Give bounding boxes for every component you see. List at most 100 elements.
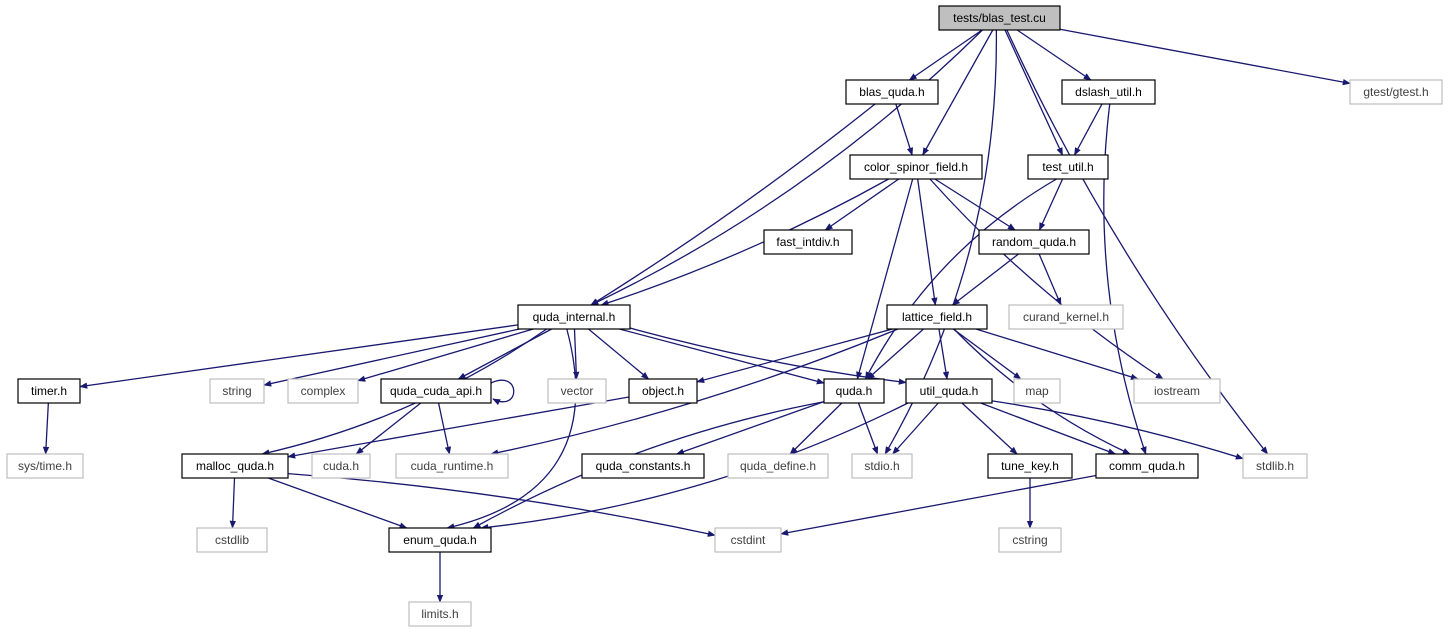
node-box (408, 601, 472, 627)
node-quda-internal[interactable]: quda_internal.h (517, 304, 631, 330)
node-quda-constants[interactable]: quda_constants.h (581, 453, 705, 479)
edge-blas_test-to-quda_internal (590, 29, 983, 306)
edge-util_quda-to-stdio (892, 402, 939, 455)
edge-blas_quda-to-quda_internal (590, 103, 876, 306)
node-label: stdio.h (864, 459, 899, 473)
node-enum-quda[interactable]: enum_quda.h (388, 527, 492, 553)
edge-blas_test-to-dslash_util (1016, 29, 1092, 81)
node-stdio: stdio.h (851, 453, 913, 479)
node-box (1027, 154, 1109, 180)
edge-quda-to-enum_quda (472, 401, 825, 529)
node-label: quda.h (836, 384, 873, 398)
node-box (380, 378, 492, 404)
node-box (1095, 453, 1199, 479)
node-quda-cuda-api[interactable]: quda_cuda_api.h (380, 378, 492, 404)
node-tune-key[interactable]: tune_key.h (987, 453, 1073, 479)
node-stdlib: stdlib.h (1242, 453, 1308, 479)
node-object[interactable]: object.h (628, 378, 698, 404)
node-box (395, 453, 509, 479)
node-box (851, 453, 913, 479)
node-curand-kernel: curand_kernel.h (1008, 304, 1124, 330)
node-blas-quda[interactable]: blas_quda.h (845, 79, 939, 105)
node-label: string (222, 384, 251, 398)
node-label: cuda_runtime.h (411, 459, 494, 473)
node-cstdlib: cstdlib (196, 527, 268, 553)
edge-quda_internal-to-enum_quda (446, 328, 577, 530)
edge-dslash_util-to-test_util (1073, 103, 1103, 156)
edge-quda-to-quda_constants (676, 401, 825, 455)
node-blas-test: tests/blas_test.cu (938, 5, 1061, 31)
node-label: stdlib.h (1256, 459, 1294, 473)
node-box (6, 453, 84, 479)
node-box (581, 453, 705, 479)
node-label: cstring (1012, 533, 1047, 547)
node-cuda: cuda.h (311, 453, 371, 479)
edge-test_util-to-random_quda (1038, 178, 1064, 231)
edge-quda_internal-to-string (263, 328, 520, 387)
edge-malloc_quda-to-enum_quda (268, 477, 408, 529)
node-label: color_spinor_field.h (864, 160, 968, 174)
node-lattice-field[interactable]: lattice_field.h (886, 304, 988, 330)
edge-lattice_field-to-quda (866, 328, 924, 380)
node-quda-define: quda_define.h (727, 453, 829, 479)
edge-util_quda-to-tune_key (961, 402, 1018, 455)
node-box (905, 378, 993, 404)
edge-blas_test-to-test_util (1004, 29, 1064, 156)
node-timer[interactable]: timer.h (17, 378, 81, 404)
edge-color_spinor_field-to-quda (856, 178, 914, 380)
node-quda[interactable]: quda.h (823, 378, 885, 404)
node-random-quda[interactable]: random_quda.h (978, 229, 1090, 255)
node-box (196, 527, 268, 553)
node-vector: vector (547, 378, 607, 404)
edge-quda_internal-to-timer (79, 324, 519, 389)
edge-blas_test-to-color_spinor_field (922, 29, 994, 156)
node-box (287, 378, 359, 404)
node-box (1061, 79, 1156, 105)
node-label: sys/time.h (18, 459, 72, 473)
node-label: malloc_quda.h (196, 459, 274, 473)
node-test-util[interactable]: test_util.h (1027, 154, 1109, 180)
node-label: map (1025, 384, 1049, 398)
edge-quda_internal-to-quda_cuda_api (457, 328, 552, 380)
node-label: object.h (642, 384, 684, 398)
edge-util_quda-to-stdlib (991, 400, 1244, 460)
node-box (987, 453, 1073, 479)
edge-color_spinor_field-to-iostream (929, 178, 1164, 380)
node-malloc-quda[interactable]: malloc_quda.h (181, 453, 289, 479)
node-cstring: cstring (998, 527, 1062, 553)
node-comm-quda[interactable]: comm_quda.h (1095, 453, 1199, 479)
node-util-quda[interactable]: util_quda.h (905, 378, 993, 404)
node-box (845, 79, 939, 105)
edge-quda_cuda_api-to-cuda_runtime (437, 402, 452, 455)
node-box (1349, 79, 1443, 105)
node-complex: complex (287, 378, 359, 404)
edge-malloc_quda-to-cstdlib (229, 477, 236, 529)
edge-quda-to-stdio (857, 402, 879, 455)
node-box (17, 378, 81, 404)
node-label: iostream (1154, 384, 1200, 398)
edge-lattice_field-to-map (952, 328, 1022, 380)
node-label: complex (301, 384, 346, 398)
node-box (1133, 378, 1221, 404)
node-label: quda_constants.h (596, 459, 691, 473)
node-fast-intdiv[interactable]: fast_intdiv.h (763, 229, 853, 255)
node-label: dslash_util.h (1075, 85, 1142, 99)
node-limits: limits.h (408, 601, 472, 627)
node-label: comm_quda.h (1109, 459, 1185, 473)
node-label: vector (561, 384, 594, 398)
node-label: cstdlib (215, 533, 249, 547)
edge-quda_internal-to-malloc_quda (261, 328, 548, 456)
node-label: tune_key.h (1001, 459, 1059, 473)
node-box (628, 378, 698, 404)
edge-lattice_field-to-iostream (975, 328, 1139, 380)
node-box (938, 5, 1061, 31)
edge-util_quda-to-enum_quda (480, 402, 909, 531)
node-box (1013, 378, 1061, 404)
edge-util_quda-to-comm_quda (980, 402, 1117, 455)
node-color-spinor-field[interactable]: color_spinor_field.h (849, 154, 983, 180)
node-label: quda_cuda_api.h (390, 384, 482, 398)
node-box (517, 304, 631, 330)
node-label: quda_internal.h (533, 310, 616, 324)
node-dslash-util[interactable]: dslash_util.h (1061, 79, 1156, 105)
node-box (978, 229, 1090, 255)
